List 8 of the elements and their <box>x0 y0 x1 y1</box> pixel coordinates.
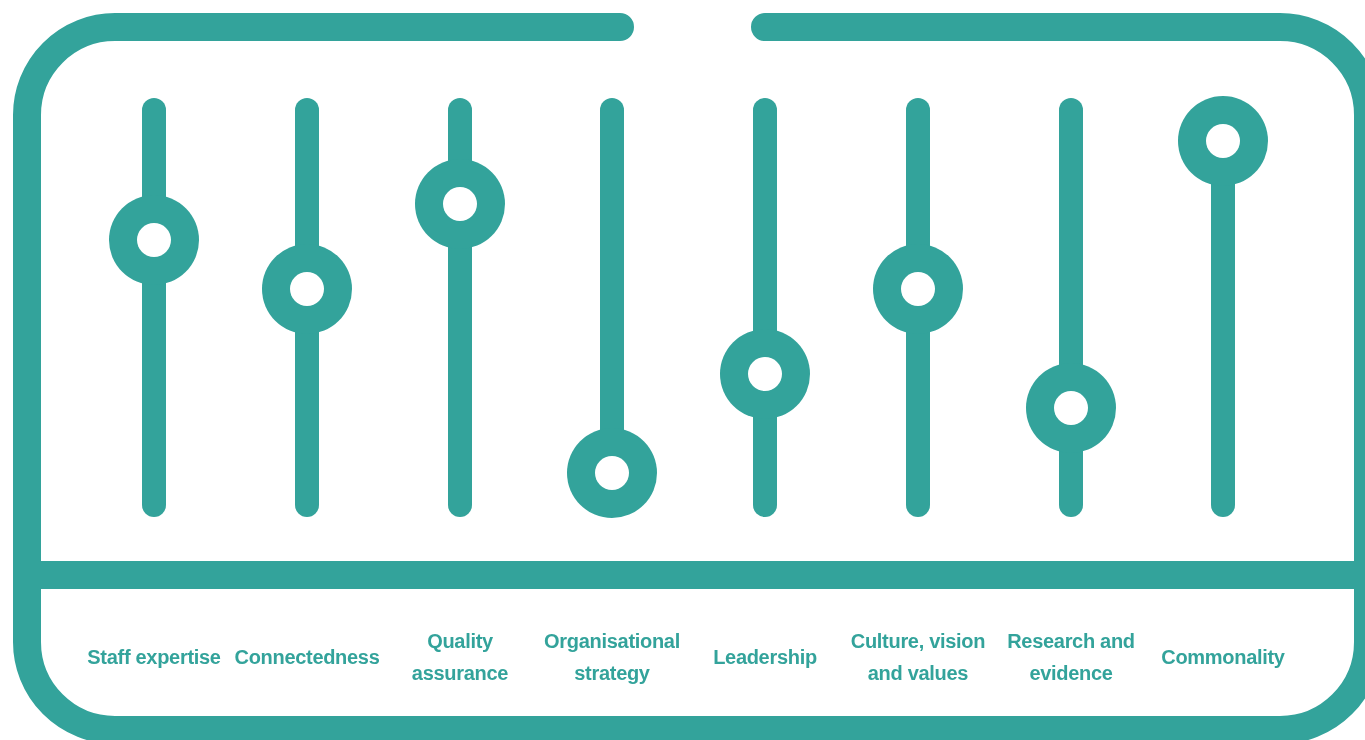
slider-label: Connectedness <box>233 645 381 670</box>
slider-label: Research and evidence <box>1006 629 1136 686</box>
slider-label: Quality assurance <box>410 629 510 686</box>
slider-label: Culture, vision and values <box>849 629 987 686</box>
slider-label: Commonality <box>1160 645 1286 670</box>
slider-label: Organisational strategy <box>543 629 681 686</box>
slider-label: Staff expertise <box>86 645 222 670</box>
slider-label: Leadership <box>712 645 818 670</box>
